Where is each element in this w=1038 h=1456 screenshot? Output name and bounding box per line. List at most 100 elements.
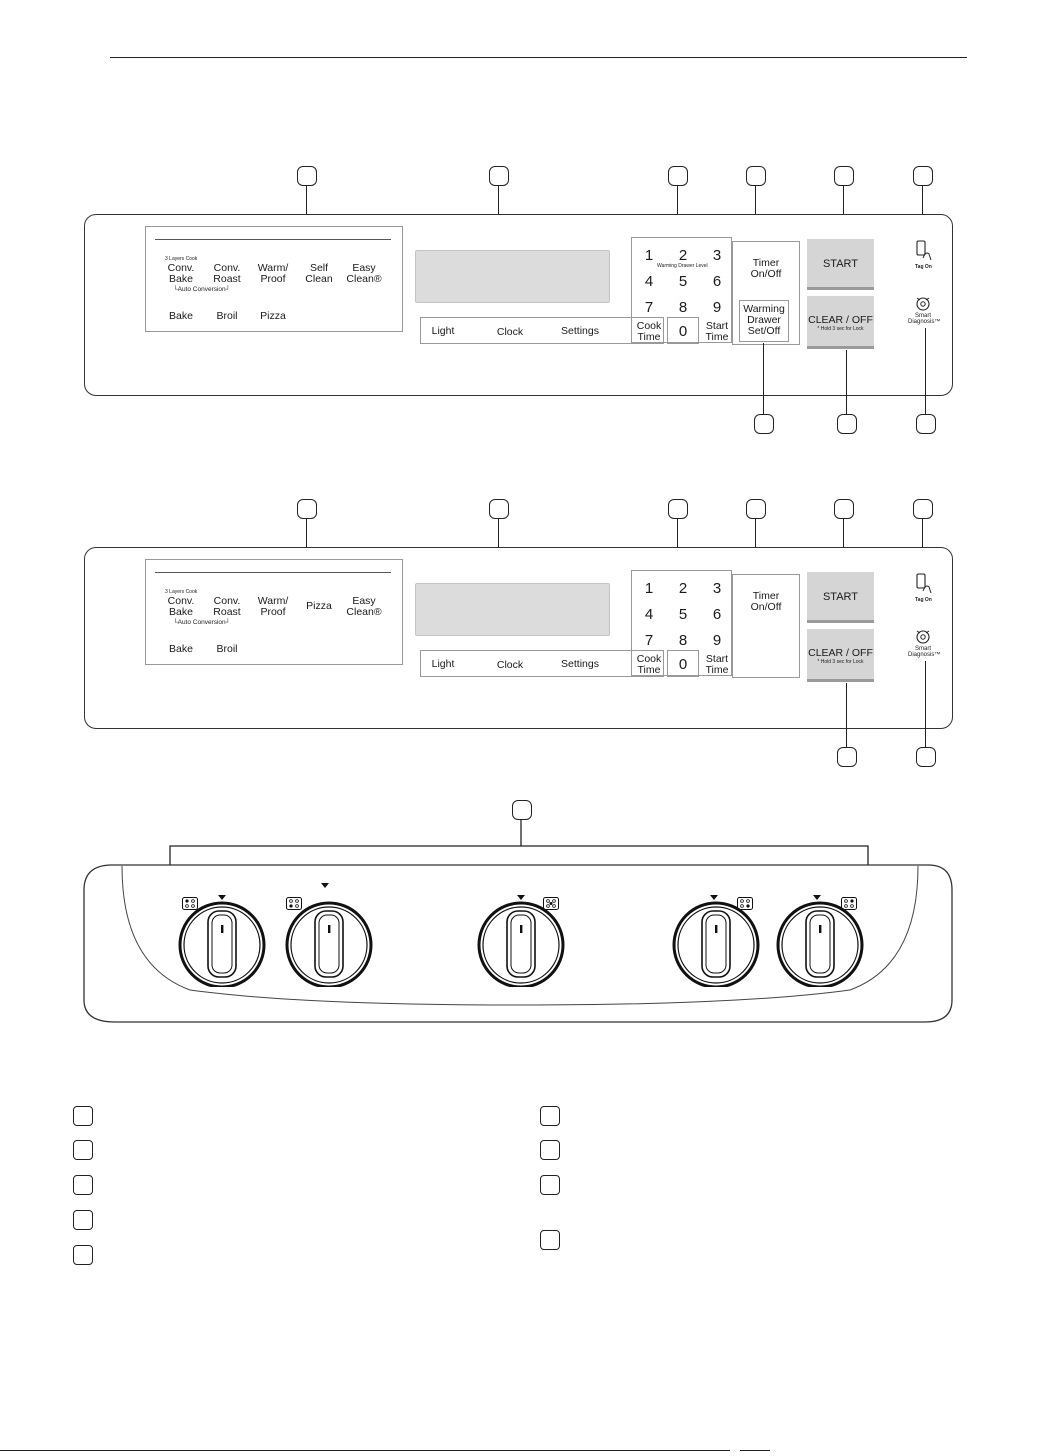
cook-time-key[interactable]: Cook Time [636,653,662,676]
digit-8[interactable]: 8 [678,299,688,316]
leader [843,186,845,240]
knob-3[interactable] [475,895,567,987]
timer-key[interactable]: Timer On/Off [750,590,782,613]
light-key[interactable]: Light [431,325,455,337]
digit-0-box [667,317,699,344]
knob-5[interactable] [774,895,866,987]
legend-box-2 [73,1140,93,1160]
clock-key[interactable]: Clock [496,326,524,338]
start-time-key[interactable]: Start Time [705,320,729,343]
digit-0[interactable]: 0 [678,323,688,340]
pizza-key[interactable]: Pizza [306,600,332,612]
settings-key[interactable]: Settings [561,325,599,337]
self-clean-key[interactable]: Self Clean [305,262,333,285]
function-key-box [420,650,664,677]
settings-key[interactable]: Settings [561,658,599,670]
pizza-key[interactable]: Pizza [260,310,286,322]
leader [925,328,927,414]
legend-box-8 [540,1175,560,1195]
leader [306,186,308,238]
digit-2[interactable]: 2 [678,580,688,597]
callout-b3 [668,499,688,519]
tag-on-label: Tag On [915,264,932,270]
clear-off-button[interactable]: CLEAR / OFF * Hold 3 sec for Lock [807,629,874,682]
digit-5[interactable]: 5 [678,606,688,623]
digit-4[interactable]: 4 [644,606,654,623]
start-button[interactable]: START [807,239,874,290]
tag-on-icon[interactable] [914,240,934,262]
digit-4[interactable]: 4 [644,273,654,290]
legend-box-5 [73,1245,93,1265]
display-window [415,583,610,636]
knob-2[interactable] [283,895,375,987]
digit-0[interactable]: 0 [678,656,688,673]
footer-rule-mark [740,1450,770,1452]
leader [922,519,924,571]
clear-off-label: CLEAR / OFF [808,314,873,326]
hold-note: * Hold 3 sec for Lock [817,326,864,332]
digit-1[interactable]: 1 [644,580,654,597]
callout-a7 [754,414,774,434]
number-pad-box [631,570,732,676]
timer-box [732,241,800,345]
digit-6[interactable]: 6 [712,273,722,290]
smart-diagnosis-icon[interactable] [914,295,932,313]
digit-3[interactable]: 3 [712,247,722,264]
digit-7[interactable]: 7 [644,632,654,649]
start-label: START [822,591,859,603]
legend-box-9 [540,1230,560,1250]
smart-diagnosis-icon[interactable] [914,628,932,646]
tag-on-icon[interactable] [914,573,934,595]
digit-7[interactable]: 7 [644,299,654,316]
broil-key[interactable]: Broil [216,643,238,655]
conv-bake-key[interactable]: Conv. Bake [167,262,195,285]
timer-key[interactable]: Timer On/Off [750,257,782,280]
knob-indicator-icon [710,895,718,900]
light-key[interactable]: Light [431,658,455,670]
conv-roast-key[interactable]: Conv. Roast [213,595,241,618]
callout-a9 [916,414,936,434]
digit-5[interactable]: 5 [678,273,688,290]
cook-mode-rule [155,572,391,573]
easy-clean-key[interactable]: Easy Clean® [346,595,382,618]
knob-indicator-icon [517,895,525,900]
leader [677,186,679,238]
clear-off-button[interactable]: CLEAR / OFF * Hold 3 sec for Lock [807,296,874,349]
digit-9[interactable]: 9 [712,299,722,316]
conv-bake-key[interactable]: Conv. Bake [167,595,195,618]
cook-time-key[interactable]: Cook Time [636,320,662,343]
conv-roast-key[interactable]: Conv. Roast [213,262,241,285]
bake-key[interactable]: Bake [169,643,193,655]
legend-box-7 [540,1140,560,1160]
bake-key[interactable]: Bake [169,310,193,322]
digit-3[interactable]: 3 [712,580,722,597]
smart-diagnosis-label: Smart Diagnosis™ [908,646,941,658]
burner-position-icon [737,897,753,910]
knob-1[interactable] [176,895,268,987]
clock-key[interactable]: Clock [496,659,524,671]
auto-conversion-label: └Auto Conversion┘ [173,619,231,626]
warming-drawer-box [739,300,789,342]
broil-key[interactable]: Broil [216,310,238,322]
callout-a2 [489,166,509,186]
mode-small-label: 3 Layers Cook [165,589,198,595]
callout-b1 [297,499,317,519]
digit-1[interactable]: 1 [644,247,654,264]
knob-4[interactable] [670,895,762,987]
digit-2[interactable]: 2 [678,247,688,264]
knob-indicator-icon [218,895,226,900]
warm-proof-key[interactable]: Warm/ Proof [257,595,289,618]
callout-a1 [297,166,317,186]
digit-9[interactable]: 9 [712,632,722,649]
callout-a5 [834,166,854,186]
warm-proof-key[interactable]: Warm/ Proof [257,262,289,285]
start-button[interactable]: START [807,572,874,623]
digit-8[interactable]: 8 [678,632,688,649]
hold-note: * Hold 3 sec for Lock [817,659,864,665]
auto-conversion-label: └Auto Conversion┘ [173,286,231,293]
digit-6[interactable]: 6 [712,606,722,623]
start-time-key[interactable]: Start Time [705,653,729,676]
burner-position-icon [286,897,302,910]
easy-clean-key[interactable]: Easy Clean® [346,262,382,285]
warming-drawer-key[interactable]: Warming Drawer Set/Off [743,303,785,337]
